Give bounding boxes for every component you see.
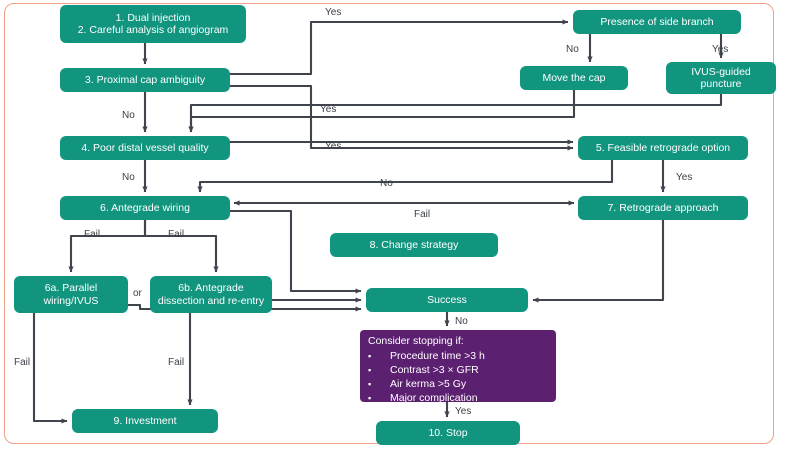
edge-6-to-6a-fail [68,220,147,273]
node-investment[interactable]: 9. Investment [72,409,218,433]
node-proximal-cap-ambiguity[interactable]: 3. Proximal cap ambiguity [60,68,230,92]
node-line: wiring/IVUS [43,294,99,307]
edge-label-yes-proximal-cap-retrograde: Yes [320,104,337,115]
node-line: 10. Stop [428,426,468,439]
edge-label-no-proximal-cap: No [122,110,135,121]
node-line: 1. Dual injection [115,11,191,24]
node-line: IVUS-guided [691,65,751,78]
bullet-icon: ▪ [368,379,372,389]
node-line: 4. Poor distal vessel quality [81,141,209,154]
node-dual-injection[interactable]: 1. Dual injection 2. Careful analysis of… [60,5,246,43]
list-item-label: Air kerma >5 Gy [390,378,467,390]
edge-label-yes-poor-vessel: Yes [325,141,342,152]
edge-7-to-success [532,220,665,303]
node-ivus-guided-puncture[interactable]: IVUS-guided puncture [666,62,776,94]
node-line: Success [427,293,467,306]
node-poor-distal-vessel-quality[interactable]: 4. Poor distal vessel quality [60,136,230,160]
edge-label-fail-to-6a: Fail [84,229,101,240]
edge-label-fail-to-6b: Fail [168,229,185,240]
node-line: puncture [700,78,742,90]
node-change-strategy[interactable]: 8. Change strategy [330,233,498,257]
node-feasible-retrograde-option[interactable]: 5. Feasible retrograde option [578,136,748,160]
bullet-icon: ▪ [368,351,372,361]
list-item-label: Procedure time >3 h [390,350,485,362]
node-line: 7. Retrograde approach [607,201,719,214]
edge-6-to-6b-fail [143,220,219,273]
edge-label-yes-retrograde-option: Yes [676,172,693,183]
edge-3-to-sidebranch-yes [230,19,569,76]
bullet-icon: ▪ [368,393,372,403]
consider-stopping-title: Consider stopping if: [368,335,464,347]
list-item-label: Contrast >3 × GFR [390,364,479,376]
node-antegrade-wiring[interactable]: 6. Antegrade wiring [60,196,230,220]
node-move-the-cap[interactable]: Move the cap [520,66,628,90]
edge-6-to-success [230,209,362,294]
node-line: 6a. Parallel [44,282,98,294]
list-item: ▪ Procedure time >3 h [368,349,548,363]
node-presence-of-side-branch[interactable]: Presence of side branch [573,10,741,34]
node-line: 5. Feasible retrograde option [595,141,731,154]
edge-label-fail-6b-investment: Fail [168,357,185,368]
list-item-label: Major complication [390,392,478,404]
node-line: dissection and re-entry [157,294,265,307]
node-stop[interactable]: 10. Stop [376,421,520,445]
consider-stopping-list: ▪Procedure time >3 h ▪Contrast >3 × GFR … [368,349,548,405]
list-item: ▪ Contrast >3 × GFR [368,363,548,377]
edge-ivus-return [188,94,723,133]
node-line: 3. Proximal cap ambiguity [84,73,206,86]
node-line: 6. Antegrade wiring [100,201,190,214]
node-line: Move the cap [542,71,606,84]
edge-movecap-return [188,90,576,133]
list-item: ▪ Air kerma >5 Gy [368,377,548,391]
edge-label-fail-antegrade-retrograde: Fail [414,209,431,220]
edge-label-no-retrograde-option: No [380,178,393,189]
edge-label-no-success: No [455,316,468,327]
node-line: 6b. Antegrade [178,282,244,294]
edge-label-yes-top: Yes [325,7,342,18]
bullet-icon: ▪ [368,365,372,375]
edge-6a-to-investment-fail [32,313,68,424]
or-connector-label: or [133,288,142,299]
edge-label-no-side-branch: No [566,44,579,55]
node-retrograde-approach[interactable]: 7. Retrograde approach [578,196,748,220]
node-line: 8. Change strategy [369,238,459,251]
edge-5-to-6-no [197,160,614,193]
node-line: Presence of side branch [600,15,714,28]
node-antegrade-dissection-reentry[interactable]: 6b. Antegrade dissection and re-entry [150,276,272,313]
edge-label-fail-6a-investment: Fail [14,357,31,368]
edge-label-yes-stop: Yes [455,406,472,417]
edge-label-yes-side-branch: Yes [712,44,729,55]
node-consider-stopping[interactable]: Consider stopping if: ▪ Procedure time >3… [360,330,556,405]
node-line: 2. Careful analysis of angiogram [77,24,229,36]
edge-label-no-poor-vessel: No [122,172,135,183]
list-item: ▪ Major complication [368,391,548,405]
node-line: 9. Investment [113,414,177,427]
node-parallel-wiring-ivus[interactable]: 6a. Parallel wiring/IVUS [14,276,128,313]
node-success[interactable]: Success [366,288,528,312]
